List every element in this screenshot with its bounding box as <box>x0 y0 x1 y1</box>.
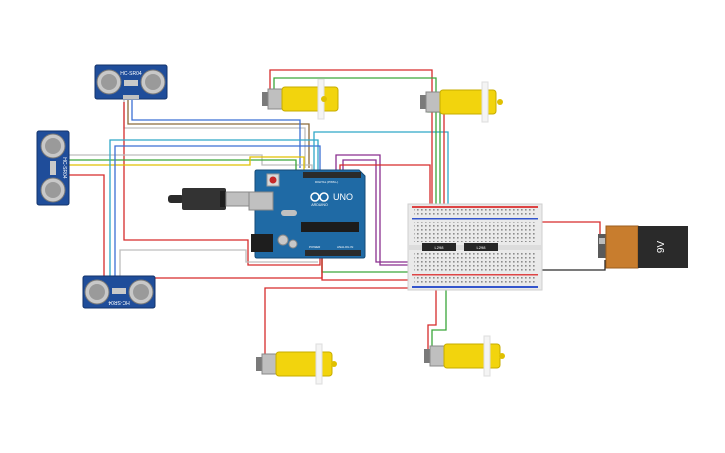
wire-cyan[interactable] <box>109 139 319 278</box>
wire-brown[interactable] <box>127 100 310 168</box>
digital-header-label: DIGITAL (PWM~) <box>315 180 338 184</box>
wire-green[interactable] <box>431 260 447 355</box>
wire-red[interactable] <box>68 174 105 280</box>
wire-blue[interactable] <box>131 100 301 168</box>
wire-gray[interactable] <box>119 249 318 278</box>
driver-label: L298 <box>435 245 445 250</box>
sensor-label: HC-SR04 <box>108 299 130 305</box>
dc-motor-bottom-left[interactable] <box>256 343 337 385</box>
atmega-chip <box>301 222 359 232</box>
motor-driver-ic-1[interactable]: L298 <box>422 243 456 251</box>
usb-port <box>248 191 274 211</box>
arduino-model: UNO <box>333 192 353 202</box>
dc-motor-top-left[interactable] <box>262 78 339 120</box>
motor-driver-ic-2[interactable]: L298 <box>464 243 498 251</box>
wire-blue[interactable] <box>114 145 321 278</box>
wire-red[interactable] <box>264 260 429 355</box>
wire-gray[interactable] <box>123 100 306 168</box>
power-jack <box>251 234 273 252</box>
wire-cyan[interactable] <box>313 131 449 215</box>
ultrasonic-sensor-bottom[interactable]: HC-SR04 <box>82 275 156 309</box>
wire-red[interactable] <box>427 260 437 355</box>
arduino-infinity-logo <box>310 192 329 202</box>
wire-red[interactable] <box>123 102 321 266</box>
driver-label: L298 <box>477 245 487 250</box>
ultrasonic-sensor-left[interactable]: HC-SR04 <box>36 130 70 206</box>
power-analog-header <box>305 250 361 256</box>
breadboard: L298 L298 <box>407 203 543 291</box>
arduino-brand: ARDUINO <box>311 203 328 207</box>
digital-header <box>303 172 361 178</box>
power-header-label: POWER <box>309 245 321 249</box>
wire-gray[interactable] <box>68 154 313 170</box>
dc-motor-top-right[interactable] <box>420 81 503 123</box>
ultrasonic-sensor-top[interactable]: HC-SR04 <box>94 64 168 100</box>
wire-red[interactable] <box>339 164 431 215</box>
wire-red[interactable] <box>126 258 323 279</box>
analog-header-label: ANALOG IN <box>337 245 353 249</box>
wire-red[interactable] <box>269 69 433 240</box>
wire-purple[interactable] <box>335 154 420 266</box>
sensor-label: HC-SR04 <box>120 71 142 77</box>
wire-green[interactable] <box>68 159 297 170</box>
battery-9v[interactable]: 9V <box>598 225 688 269</box>
wire-red[interactable] <box>321 258 418 281</box>
dc-motor-bottom-right[interactable] <box>424 335 505 377</box>
sensor-label: HC-SR04 <box>61 157 67 179</box>
battery-label: 9V <box>656 241 667 254</box>
arduino-uno[interactable]: DIGITAL (PWM~) POWER ANALOG IN ARDUINO U… <box>248 169 366 259</box>
wire-green[interactable] <box>273 77 437 240</box>
wire-yellow[interactable] <box>68 156 305 170</box>
